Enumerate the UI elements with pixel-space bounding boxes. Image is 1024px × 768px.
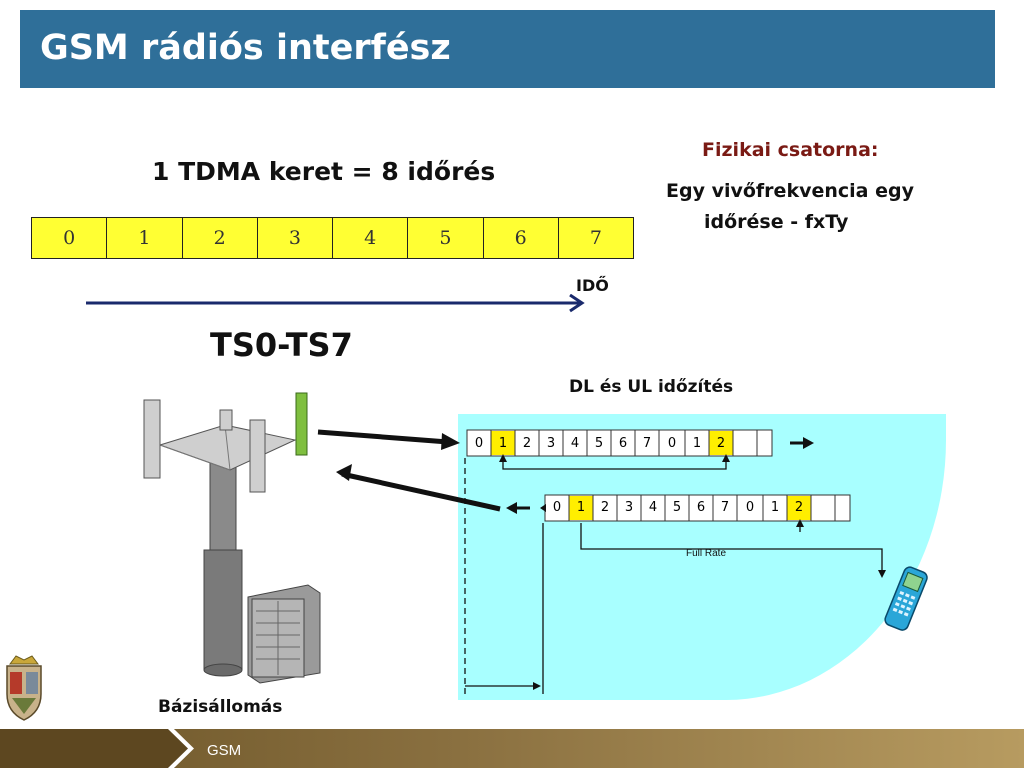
tdma-slot-1: 1 xyxy=(107,218,183,258)
ul-slot: 0 xyxy=(745,500,755,515)
ul-slot: 7 xyxy=(720,500,730,515)
tdma-slot-5: 5 xyxy=(408,218,484,258)
ul-slot: 5 xyxy=(672,500,682,515)
footer-label: GSM xyxy=(207,742,242,759)
tdma-slot-0: 0 xyxy=(32,218,108,258)
dl-slot: 0 xyxy=(474,436,484,451)
tdma-slot-4: 4 xyxy=(333,218,409,258)
dl-slot: 1 xyxy=(692,436,702,451)
dl-slot: 4 xyxy=(570,436,580,451)
time-arrow-icon xyxy=(86,294,585,313)
uplink-arrow-icon xyxy=(341,471,501,512)
tdma-heading: 1 TDMA keret = 8 időrés xyxy=(152,157,496,186)
ul-slot: 1 xyxy=(770,500,780,515)
physical-channel-title: Fizikai csatorna: xyxy=(702,139,879,161)
physical-channel-description: Egy vivőfrekvencia egy időrése - fxTy xyxy=(666,176,966,238)
dl-slot: 2 xyxy=(522,436,532,451)
base-station-label: Bázisállomás xyxy=(158,697,283,717)
tdma-slot-7: 7 xyxy=(589,227,602,249)
timing-label: DL és UL időzítés xyxy=(569,377,734,397)
time-label: IDŐ xyxy=(576,276,609,295)
tdma-slot-2: 2 xyxy=(183,218,258,258)
tdma-slot-6: 6 xyxy=(484,218,559,258)
ts-label: TS0-TS7 xyxy=(210,326,353,364)
footer-left-block xyxy=(0,729,175,768)
dl-slot: 5 xyxy=(594,436,604,451)
ul-slot: 4 xyxy=(648,500,658,515)
ul-slot: 3 xyxy=(624,500,634,515)
mobile-phone-icon xyxy=(884,566,928,631)
ul-slot: 1 xyxy=(576,500,586,515)
slide-title: GSM rádiós interfész xyxy=(40,28,451,68)
ul-slot: 2 xyxy=(600,500,610,515)
ul-slot: 6 xyxy=(696,500,706,515)
ul-slot: 2 xyxy=(794,500,804,515)
dl-slot: 7 xyxy=(642,436,652,451)
dl-slot: 2 xyxy=(716,436,726,451)
dl-slot: 6 xyxy=(618,436,628,451)
university-crest-icon xyxy=(6,655,42,721)
tdma-slot-3: 3 xyxy=(258,218,333,258)
timing-diagram xyxy=(317,429,886,694)
dl-slot-row xyxy=(466,429,773,457)
dl-slot: 1 xyxy=(498,436,508,451)
dl-slot: 3 xyxy=(546,436,556,451)
tdma-frame: 0 1 2 3 4 5 6 7 xyxy=(31,217,634,259)
physical-channel-line1: Egy vivőfrekvencia egy xyxy=(666,180,914,202)
dl-slot-labels: 0 1 2 3 4 5 6 7 0 1 2 xyxy=(467,431,772,457)
downlink-arrow-icon xyxy=(317,429,449,445)
dl-slot: 0 xyxy=(667,436,677,451)
ul-slot-labels: 0 1 2 3 4 5 6 7 0 1 2 xyxy=(545,495,850,521)
physical-channel-line2: időrése - fxTy xyxy=(704,211,849,233)
chevron-right-icon xyxy=(160,729,194,768)
ul-slot: 0 xyxy=(552,500,562,515)
base-station-tower-icon xyxy=(143,392,321,684)
title-bar: GSM rádiós interfész xyxy=(20,10,995,88)
full-rate-label: Full Rate xyxy=(686,548,727,559)
